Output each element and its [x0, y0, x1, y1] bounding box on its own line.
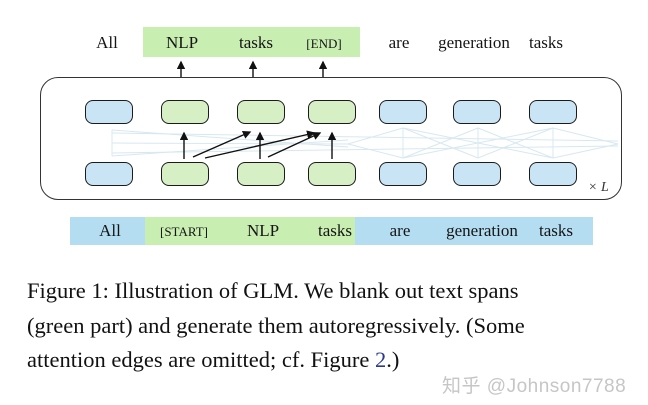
hidden-token-bottom-3 — [237, 162, 285, 186]
output-word: All — [96, 33, 118, 52]
layers-scale-label: × L — [588, 180, 609, 195]
hidden-token-bottom-6 — [453, 162, 501, 186]
caption-line-3-suffix: .) — [386, 347, 400, 372]
input-word: NLP — [246, 221, 280, 240]
hidden-token-bottom-2 — [161, 162, 209, 186]
hidden-token-top-3 — [237, 100, 285, 124]
input-word: All — [99, 221, 121, 240]
input-strip-segment-2 — [145, 217, 355, 245]
input-word: tasks — [318, 221, 352, 240]
output-word: are — [388, 33, 410, 52]
figure-caption: Figure 1: Illustration of GLM. We blank … — [27, 274, 635, 378]
input-strip-segment-1 — [70, 217, 145, 245]
input-word: tasks — [539, 221, 573, 240]
hidden-token-top-6 — [453, 100, 501, 124]
zhihu-watermark: 知乎 @Johnson7788 — [442, 376, 627, 397]
hidden-token-top-5 — [379, 100, 427, 124]
input-word: generation — [446, 221, 518, 240]
hidden-token-top-7 — [529, 100, 577, 124]
output-arrows — [176, 60, 328, 77]
hidden-token-top-1 — [85, 100, 133, 124]
hidden-token-bottom-4 — [308, 162, 356, 186]
output-word: generation — [438, 33, 510, 52]
caption-line-1: Figure 1: Illustration of GLM. We blank … — [27, 278, 519, 303]
hidden-token-top-4 — [308, 100, 356, 124]
caption-line-3: attention edges are omitted; cf. Figure … — [27, 343, 635, 378]
input-word: are — [389, 221, 411, 240]
hidden-token-bottom-5 — [379, 162, 427, 186]
output-word: tasks — [239, 33, 273, 52]
caption-line-3-text: attention edges are omitted; cf. Figure — [27, 347, 376, 372]
output-word-end-token: [END] — [306, 36, 342, 51]
output-word: NLP — [165, 33, 199, 52]
hidden-token-bottom-7 — [529, 162, 577, 186]
input-word-start-token: [START] — [159, 224, 209, 239]
figure-2-link[interactable]: 2 — [375, 347, 387, 372]
hidden-token-bottom-1 — [85, 162, 133, 186]
input-strip-segment-3 — [355, 217, 593, 245]
caption-line-2: (green part) and generate them autoregre… — [27, 312, 525, 338]
output-span-highlight — [143, 27, 360, 57]
hidden-token-top-2 — [161, 100, 209, 124]
output-word: tasks — [529, 33, 563, 52]
